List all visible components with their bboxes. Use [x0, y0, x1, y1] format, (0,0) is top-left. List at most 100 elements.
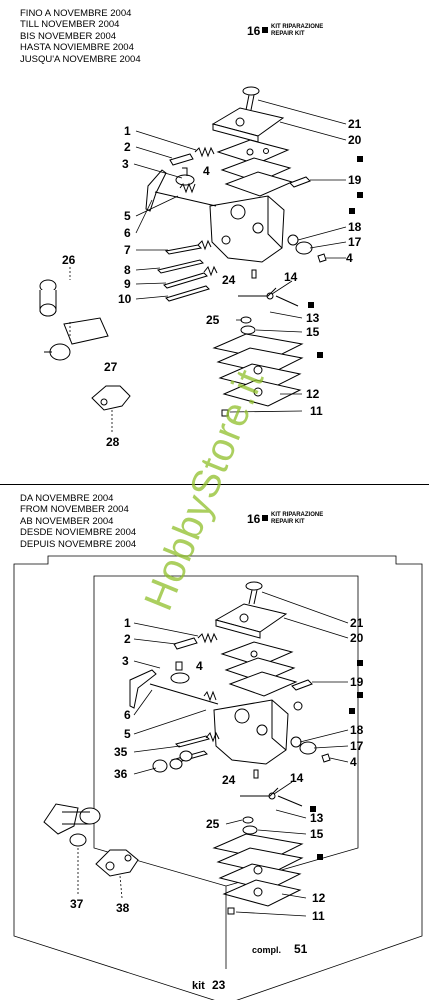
part-label: 27 [104, 360, 118, 374]
kit-label: kit [192, 980, 205, 992]
spring-part-25-icon [242, 816, 254, 824]
part-label: 25 [206, 817, 220, 831]
part-label: 10 [118, 292, 132, 306]
plug-part-24-icon [251, 269, 257, 279]
part-label: 12 [312, 891, 326, 905]
top-exploded-diagram: 1 2 3 4 5 6 7 8 9 10 11 12 13 14 15 17 1… [39, 86, 363, 449]
complete-number: 51 [294, 942, 308, 956]
part-label: 1 [124, 124, 131, 138]
part-label: 4 [346, 251, 353, 265]
screw-part-4b-icon [317, 253, 327, 263]
part-label: 19 [348, 173, 362, 187]
kit-marker-icon [308, 302, 314, 308]
part-label: 13 [306, 311, 320, 325]
kit-marker-icon [317, 352, 323, 358]
part-label: 18 [348, 220, 362, 234]
kit-marker-icon [349, 208, 355, 214]
diaphragm-part-icon [220, 641, 298, 697]
throttle-lever-part-6-icon [129, 669, 157, 709]
part-label: 11 [312, 909, 325, 923]
part-label: 6 [124, 708, 131, 722]
header-line: BIS NOVEMBER 2004 [20, 30, 117, 42]
part-label: 24 [222, 773, 236, 787]
kit-marker-icon [357, 660, 363, 666]
part-label: 24 [222, 273, 236, 287]
clip-part-18-icon [290, 736, 302, 748]
part-label: 15 [310, 827, 324, 841]
spring-part-1-icon [194, 146, 215, 158]
bracket-part-28-icon [91, 385, 131, 411]
kit-square-marker-icon [262, 27, 268, 33]
carburetor-body-icon [209, 195, 285, 263]
part-label: 9 [124, 277, 131, 291]
fitting-part-19-icon [291, 679, 313, 691]
kit-marker-icon [357, 692, 363, 698]
part-label: 21 [350, 616, 364, 630]
part-label: 3 [122, 654, 129, 668]
header-line: AB NOVEMBER 2004 [20, 515, 114, 527]
switch-part-26-icon [39, 279, 57, 317]
header-line: DA NOVEMBRE 2004 [20, 493, 114, 504]
part-label: 20 [348, 133, 362, 147]
bottom-date-header: DA NOVEMBRE 2004 FROM NOVEMBER 2004 AB N… [20, 493, 136, 550]
part-label: 19 [350, 675, 364, 689]
header-line: FINO A NOVEMBRE 2004 [20, 8, 132, 19]
throttle-body-part-27-icon [44, 317, 109, 361]
bracket-part-38-icon [95, 849, 139, 877]
needle-part-17-icon [299, 741, 317, 755]
needle-part-17-icon [295, 241, 313, 255]
part-label: 3 [122, 157, 129, 171]
part-label: 11 [310, 404, 323, 418]
part-label: 17 [350, 739, 364, 753]
screw-part-2-icon [169, 153, 194, 166]
needles-part-35-36-icon [152, 731, 220, 773]
part-label: 2 [124, 140, 131, 154]
shaft-part-5-icon [154, 191, 217, 207]
screw-part-4-icon [182, 167, 188, 176]
header-line: DEPUIS NOVEMBRE 2004 [20, 538, 137, 550]
part-label: 26 [62, 253, 76, 267]
section-divider [0, 484, 429, 485]
kit-number: 16 [247, 512, 261, 526]
part-label: 37 [70, 897, 84, 911]
kit-marker-icon [357, 192, 363, 198]
diaphragm-part-icon [216, 139, 294, 197]
kit-marker-icon [357, 156, 363, 162]
part-label: 28 [106, 435, 120, 449]
part-label: 15 [306, 325, 320, 339]
header-line: JUSQU'A NOVEMBRE 2004 [20, 53, 141, 65]
part-label: 36 [114, 767, 128, 781]
part-label: 13 [310, 811, 324, 825]
part-label: 17 [348, 235, 362, 249]
kit-square-marker-icon [262, 515, 268, 521]
part-label: 6 [124, 226, 131, 240]
part-label: 14 [284, 270, 298, 284]
part-label: 2 [124, 632, 131, 646]
kit-marker-icon [317, 854, 323, 860]
spring-part-1-icon [197, 632, 218, 644]
pump-diaphragm-stack-icon [212, 333, 304, 417]
part-label: 25 [206, 313, 220, 327]
part-label: 1 [124, 616, 131, 630]
cover-plate-part-20-icon [211, 107, 285, 143]
spring-part-25-icon [240, 316, 252, 324]
fitting-part-19-icon [289, 176, 311, 188]
part-label: 8 [124, 263, 131, 277]
kit-number: 16 [247, 24, 261, 38]
header-line: TILL NOVEMBER 2004 [20, 19, 120, 31]
kit-frame [13, 555, 423, 1000]
screw-part-21-icon [245, 581, 263, 605]
part-label: 4 [350, 755, 357, 769]
part-label: 18 [350, 723, 364, 737]
header-line: DESDE NOVIEMBRE 2004 [20, 527, 137, 539]
part-label: 14 [290, 771, 304, 785]
part-label: 4 [203, 164, 210, 178]
washer-part-3-icon [175, 174, 195, 186]
bottom-exploded-diagram: 1 2 3 4 5 6 11 12 13 14 15 17 18 19 20 2… [13, 555, 423, 1000]
cover-plate-part-20-icon [214, 603, 288, 639]
washer-part-3-icon [170, 672, 190, 684]
part-label: 12 [306, 387, 320, 401]
part-label: 38 [116, 901, 130, 915]
screw-part-4b-icon [321, 753, 331, 763]
